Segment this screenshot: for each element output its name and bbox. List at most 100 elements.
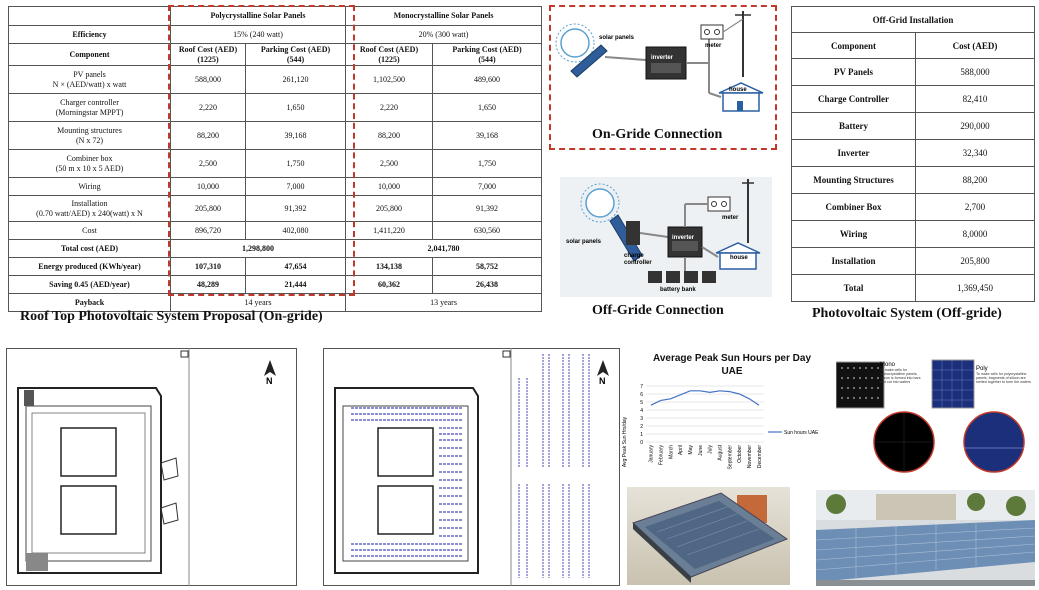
table-cell: 1,411,220 [345, 221, 433, 240]
poly-highlight-frame [168, 5, 355, 296]
x-tick-label: June [698, 445, 704, 456]
component-cost: 290,000 [914, 112, 1036, 140]
solar-panels-label: solar panels [566, 239, 602, 245]
efficiency-mono: 20% (300 watt) [344, 25, 543, 44]
roof-panel-array [351, 407, 463, 557]
mono-header: Monocrystalline Solar Panels [344, 6, 543, 26]
carport-render-1 [627, 487, 790, 585]
north-arrow-icon [264, 360, 276, 376]
component-cost: 1,369,450 [914, 274, 1036, 302]
table-cell: 10,000 [345, 177, 433, 196]
component-cost: 205,800 [914, 247, 1036, 275]
row-label: PV panels N × (AED/watt) x watt [8, 65, 171, 94]
inverter-icon [645, 46, 687, 80]
x-tick-label: April [678, 445, 684, 455]
house-icon [715, 242, 761, 270]
offgrid-col-cost: Cost (AED) [914, 32, 1036, 59]
meter-label: meter [705, 43, 722, 49]
table-cell: 134,138 [345, 257, 433, 276]
corner-cell [8, 6, 171, 26]
rooftop-caption: Roof Top Photovoltaic System Proposal (O… [20, 309, 323, 324]
row-label: Charger controller (Morningstar MPPT) [8, 93, 171, 122]
offgrid-cost-table: Off-Grid Installation Component Cost (AE… [790, 6, 1036, 302]
north-label: N [266, 376, 273, 386]
table-cell: 88,200 [170, 121, 246, 150]
row-label: Mounting structures (N x 72) [8, 121, 171, 150]
component-cost: 588,000 [914, 58, 1036, 86]
mono-title: Mono [880, 362, 896, 368]
inverter-icon [667, 226, 703, 258]
x-tick-label: October [737, 445, 743, 463]
poly-cell-closeup [963, 411, 1025, 473]
component-name: Charge Controller [791, 85, 916, 113]
table-cell: 58,752 [431, 257, 543, 276]
y-tick-label: 7 [640, 384, 643, 390]
panel-types-illustration: Mono To make cells for monocrystalline p… [836, 359, 1031, 473]
utility-pole-icon [722, 11, 751, 77]
chart-title: Average Peak Sun Hours per Day UAE [632, 352, 832, 378]
north-arrow-icon [597, 360, 609, 376]
y-tick-label: 3 [640, 416, 643, 422]
offgrid-caption: Off-Gride Connection [592, 303, 724, 318]
offgrid-col-component: Component [791, 32, 916, 59]
carport-render-2 [816, 490, 1035, 586]
component-cost: 8,0000 [914, 220, 1036, 248]
battery-bank-label: battery bank [660, 287, 696, 293]
efficiency-label: Efficiency [8, 25, 171, 44]
component-name: Installation [791, 247, 916, 275]
poly-panel-image [931, 359, 975, 409]
table-row: Charger controller (Morningstar MPPT) 2,… [8, 93, 543, 122]
parking-panel-array [518, 354, 590, 578]
table-cell: 88,200 [345, 121, 433, 150]
ongrid-diagram: solar panels inverter meter house [555, 11, 764, 112]
table-cell: 2,500 [345, 149, 433, 178]
row-label: Wiring [8, 177, 171, 196]
pv-offgrid-caption: Photovoltaic System (Off-gride) [812, 306, 1002, 321]
house-icon [718, 82, 764, 112]
north-label: N [599, 376, 606, 386]
table-cell: 39,168 [245, 121, 346, 150]
meter-icon [700, 24, 724, 40]
table-cell: 1,750 [431, 149, 543, 178]
mono-panel-image [836, 361, 885, 409]
component-name: Mounting Structures [791, 166, 916, 194]
y-tick-label: 4 [640, 408, 643, 414]
table-cell: 2,220 [345, 93, 433, 122]
x-tick-label: March [668, 445, 674, 459]
charge-controller-icon [626, 221, 640, 245]
table-row: Cost 896,720 402,080 1,411,220 630,560 [8, 221, 543, 240]
table-row: Installation (0.70 watt/AED) x 240(watt)… [8, 195, 543, 222]
x-tick-label: July [708, 445, 714, 454]
table-cell: 26,438 [431, 275, 543, 294]
y-axis-label: Avg Peak Sun Hrs/day [622, 416, 628, 467]
table-cell: 91,392 [431, 195, 543, 222]
row-label: Cost [8, 221, 171, 240]
component-cost: 32,340 [914, 139, 1036, 167]
energy-label: Energy produced (KWh/year) [8, 257, 171, 276]
col-roof-poly: Roof Cost (AED) (1225) [170, 43, 246, 66]
table-row: Mounting structures (N x 72) 88,200 39,1… [8, 121, 543, 150]
table-cell: 1,650 [431, 93, 543, 122]
chart-grid [646, 385, 764, 443]
x-tick-label: November [747, 445, 753, 468]
meter-label: meter [722, 215, 739, 221]
meter-icon [707, 196, 731, 212]
solar-panel-icon [570, 44, 608, 78]
col-parking-poly: Parking Cost (AED) (544) [245, 43, 346, 66]
sun-icon [555, 23, 595, 63]
x-tick-label: February [659, 445, 665, 466]
house-label: house [729, 87, 747, 93]
component-name: Inverter [791, 139, 916, 167]
poly-title: Poly [976, 366, 988, 372]
site-plan-roof: N [6, 348, 297, 586]
utility-pole-icon [742, 179, 754, 243]
